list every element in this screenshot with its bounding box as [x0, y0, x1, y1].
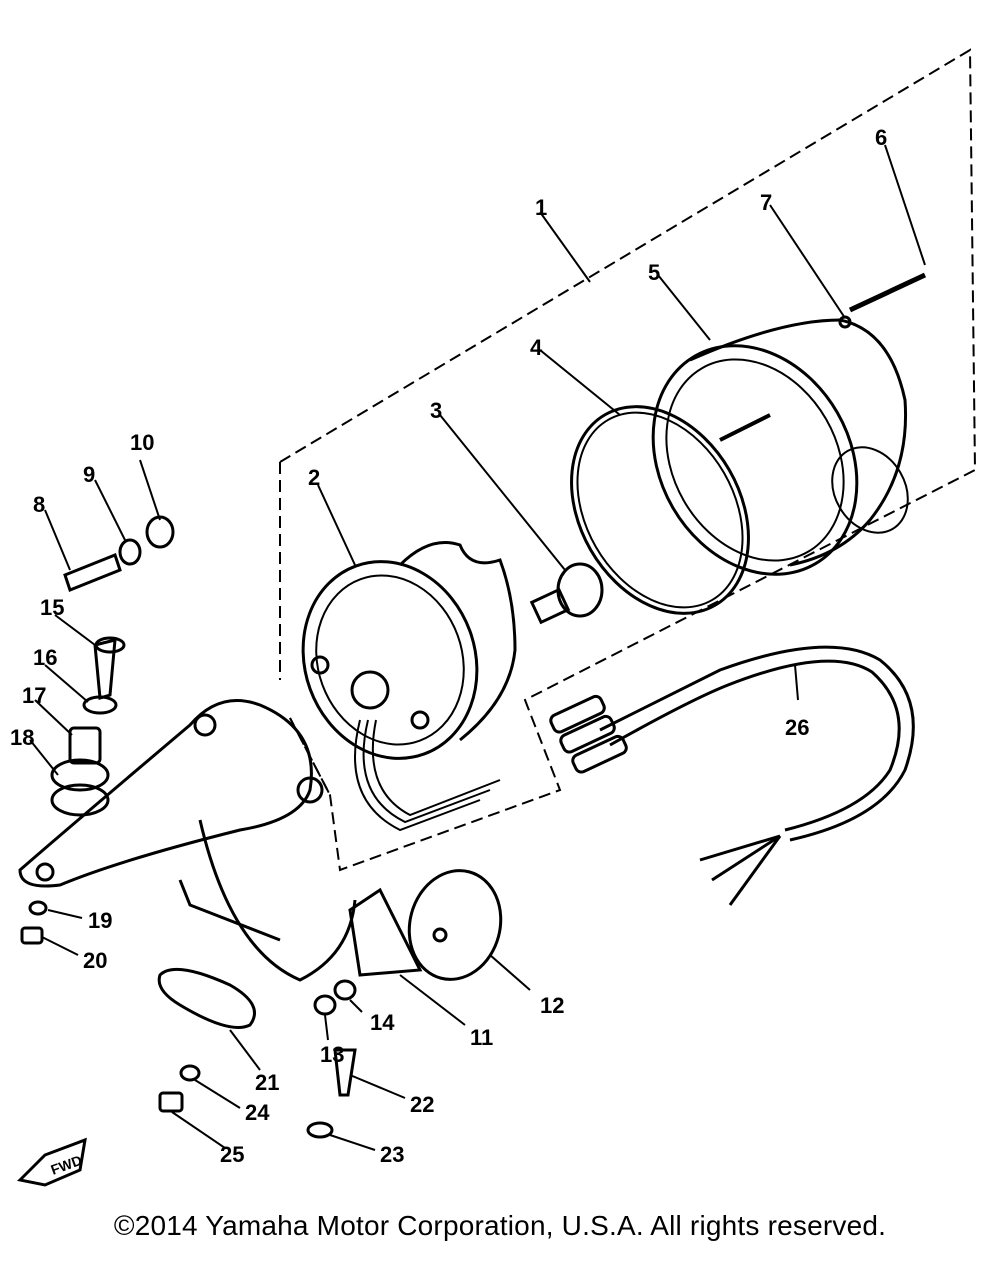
label-part-14: 14 — [370, 1010, 395, 1035]
label-part-4: 4 — [530, 335, 543, 360]
label-part-17: 17 — [22, 683, 46, 708]
label-part-11: 11 — [470, 1025, 493, 1050]
label-part-21: 21 — [255, 1070, 279, 1095]
label-part-10: 10 — [130, 430, 154, 455]
label-part-20: 20 — [83, 948, 107, 973]
fwd-arrow-icon — [16, 1137, 87, 1187]
label-part-22: 22 — [410, 1092, 434, 1117]
label-part-1: 1 — [535, 195, 547, 220]
label-part-25: 25 — [220, 1142, 244, 1167]
label-part-3: 3 — [430, 398, 442, 423]
label-part-24: 24 — [245, 1100, 270, 1125]
fasteners — [20, 272, 927, 1139]
label-part-23: 23 — [380, 1142, 404, 1167]
label-part-13: 13 — [320, 1042, 344, 1067]
wire-cord — [549, 645, 915, 906]
part-labels: 1 2 3 4 5 6 7 8 9 10 11 12 13 14 15 16 1… — [10, 125, 887, 1167]
lamp-wiring — [354, 719, 501, 832]
label-part-8: 8 — [33, 492, 45, 517]
license-light — [348, 869, 503, 981]
bulb — [529, 562, 604, 625]
label-part-19: 19 — [88, 908, 112, 933]
label-part-5: 5 — [648, 260, 660, 285]
label-part-6: 6 — [875, 125, 887, 150]
reflector-plate — [157, 967, 256, 1029]
fwd-arrow: FWD — [16, 1137, 87, 1187]
label-part-15: 15 — [40, 595, 64, 620]
label-part-18: 18 — [10, 725, 34, 750]
label-part-2: 2 — [308, 465, 320, 490]
exploded-parts-diagram: 1 2 3 4 5 6 7 8 9 10 11 12 13 14 15 16 1… — [10, 48, 977, 1187]
label-part-16: 16 — [33, 645, 57, 670]
label-part-26: 26 — [785, 715, 809, 740]
fwd-label: FWD — [49, 1152, 84, 1178]
leader-lines — [29, 144, 926, 1151]
label-part-9: 9 — [83, 462, 95, 487]
copyright-notice: ©2014 Yamaha Motor Corporation, U.S.A. A… — [113, 1210, 887, 1241]
tail-lamp-lens — [651, 318, 909, 576]
label-part-7: 7 — [760, 190, 772, 215]
label-part-12: 12 — [540, 993, 564, 1018]
lens-gasket — [570, 405, 750, 615]
tail-lamp-bracket — [18, 699, 357, 982]
lamp-case — [301, 541, 517, 760]
